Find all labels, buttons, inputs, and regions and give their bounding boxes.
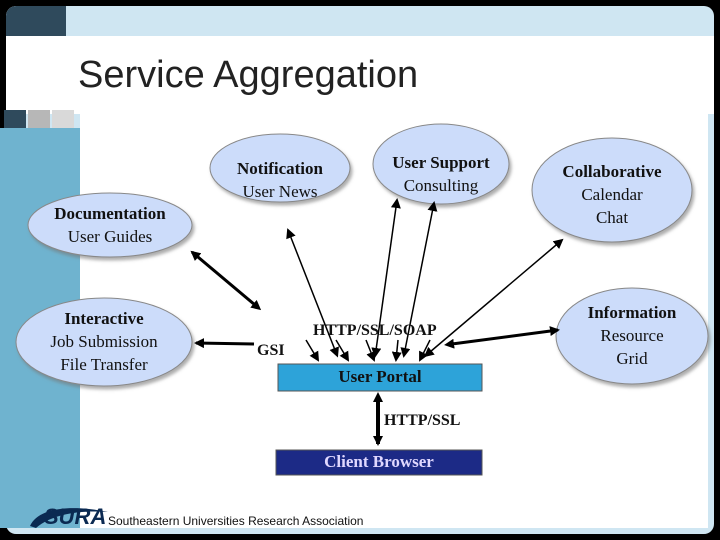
arrow-to-support-1 bbox=[371, 198, 401, 358]
collaborative-node: Collaborative Calendar Chat bbox=[532, 160, 692, 229]
interactive-title: Interactive bbox=[64, 309, 144, 328]
information-line2: Grid bbox=[616, 349, 648, 368]
documentation-ellipse bbox=[27, 192, 193, 258]
interactive-line1: Job Submission bbox=[50, 332, 158, 351]
information-node: Information Resource Grid bbox=[556, 301, 708, 370]
slide-title: Service Aggregation bbox=[78, 54, 419, 96]
arrow-to-information bbox=[444, 326, 560, 349]
support-line1: Consulting bbox=[403, 176, 479, 195]
client-browser-label: Client Browser bbox=[324, 452, 434, 471]
information-line1: Resource bbox=[600, 326, 664, 345]
documentation-line1: User Guides bbox=[67, 227, 153, 246]
interactive-line2: File Transfer bbox=[60, 355, 148, 374]
portal-arrow-4 bbox=[391, 339, 402, 362]
title-band bbox=[6, 36, 714, 114]
http-ssl-label: HTTP/SSL bbox=[384, 412, 461, 429]
arrow-to-support-2 bbox=[400, 201, 438, 358]
notification-title: Notification bbox=[237, 159, 323, 178]
notification-ellipse bbox=[209, 133, 351, 203]
portal-arrow-3 bbox=[365, 339, 376, 362]
support-title: User Support bbox=[392, 153, 490, 172]
support-ellipse bbox=[372, 123, 510, 205]
arrow-to-documentation bbox=[190, 250, 262, 311]
arrow-to-collaborative bbox=[423, 238, 564, 358]
user-portal-box bbox=[277, 363, 483, 392]
notification-node: Notification User News bbox=[210, 157, 350, 203]
decor-square-dark bbox=[4, 110, 26, 128]
portal-arrow-5 bbox=[419, 339, 431, 362]
collaborative-title: Collaborative bbox=[562, 162, 662, 181]
collaborative-ellipse bbox=[531, 137, 693, 243]
support-node: User Support Consulting bbox=[373, 151, 509, 197]
user-portal-label: User Portal bbox=[338, 367, 422, 386]
notification-line1: User News bbox=[242, 182, 318, 201]
sura-logo-swoosh bbox=[30, 508, 108, 528]
decor-square-gray bbox=[28, 110, 50, 128]
arrow-to-notification bbox=[286, 228, 339, 358]
collaborative-line2: Chat bbox=[595, 208, 629, 227]
interactive-node: Interactive Job Submission File Transfer bbox=[16, 307, 192, 376]
footer-organization: Southeastern Universities Research Assoc… bbox=[108, 514, 364, 528]
portal-arrow-1 bbox=[305, 339, 320, 362]
information-title: Information bbox=[587, 303, 677, 322]
sura-logo: SURA bbox=[44, 504, 107, 529]
portal-arrow-2 bbox=[335, 339, 350, 362]
client-browser-box bbox=[275, 449, 483, 476]
http-ssl-soap-label: HTTP/SSL/SOAP bbox=[313, 322, 437, 339]
arrow-to-interactive bbox=[194, 338, 255, 349]
documentation-node: Documentation User Guides bbox=[28, 202, 192, 248]
interactive-ellipse bbox=[15, 297, 193, 387]
collaborative-line1: Calendar bbox=[581, 185, 643, 204]
gsi-label: GSI bbox=[257, 342, 285, 359]
decor-square-light bbox=[52, 110, 74, 128]
documentation-title: Documentation bbox=[54, 204, 166, 223]
